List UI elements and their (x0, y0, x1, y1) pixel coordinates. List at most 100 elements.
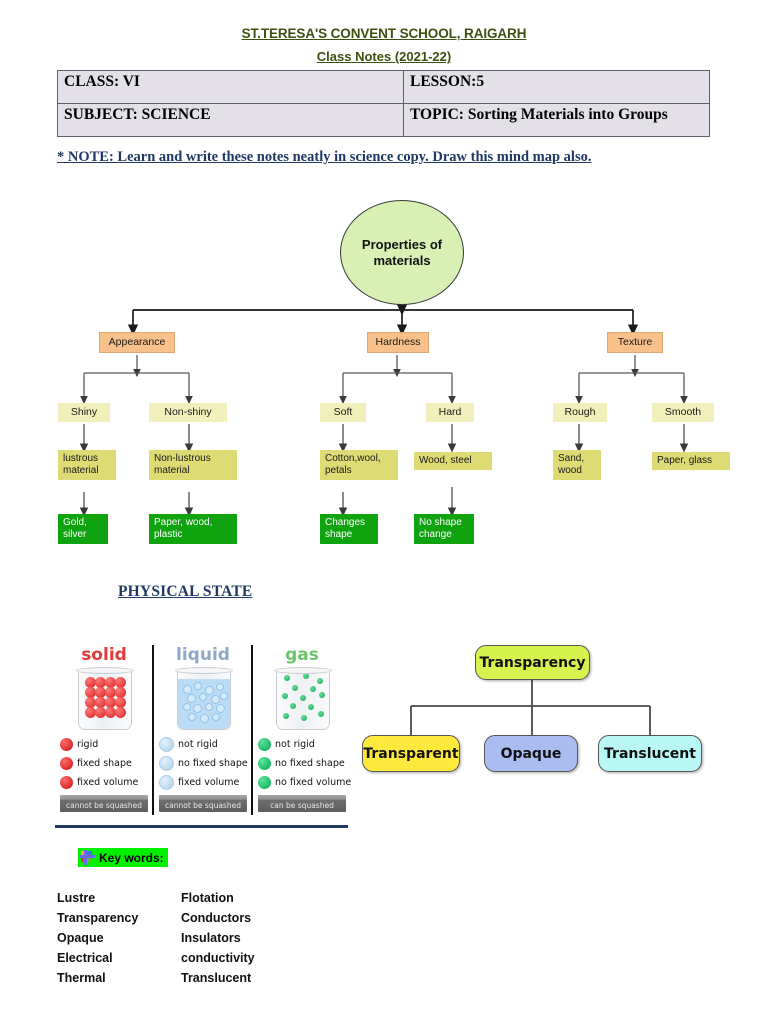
mindmap-node-rough: Rough (553, 403, 607, 422)
mindmap-detail-paper-glass: Paper, glass (652, 452, 730, 470)
property-row: fixed volume (159, 773, 239, 791)
property-row: not rigid (159, 735, 218, 753)
squash-bar-liquid: cannot be squashed (159, 795, 247, 812)
bullet-green-icon (258, 775, 271, 789)
squash-label: can be squashed (270, 801, 334, 810)
note-text: * NOTE: Learn and write these notes neat… (57, 149, 757, 166)
state-title-solid: solid (81, 645, 127, 665)
beaker-rim-solid-icon (76, 667, 134, 674)
property-row: no fixed shape (159, 754, 248, 772)
table-row: SUBJECT: SCIENCE TOPIC: Sorting Material… (57, 103, 710, 137)
state-column-liquid: liquid not (157, 643, 249, 815)
mindmap-example-changes-shape: Changes shape (320, 514, 378, 544)
property-row: no fixed shape (258, 754, 345, 772)
property-label: no fixed shape (275, 757, 345, 769)
property-row: not rigid (258, 735, 315, 753)
class-cell: CLASS: VI (57, 70, 404, 104)
states-figure-underline (55, 825, 348, 828)
property-row: fixed shape (60, 754, 132, 772)
mindmap-node-smooth: Smooth (652, 403, 714, 422)
state-column-gas: gas not rigid (256, 643, 351, 815)
keyword-right: Translucent (181, 971, 252, 985)
property-row: rigid (60, 735, 98, 753)
key-words-list: Lustre Flotation Transparency Conductors… (57, 888, 357, 988)
property-label: not rigid (178, 738, 218, 750)
keyword-right: conductivity (181, 951, 255, 965)
keyword-left: Electrical (57, 951, 113, 965)
list-item: Transparency Conductors (57, 908, 357, 928)
list-item: Lustre Flotation (57, 888, 357, 908)
topic-cell: TOPIC: Sorting Materials into Groups (403, 103, 710, 137)
beaker-solid-icon (78, 669, 132, 730)
transparency-root-node: Transparency (475, 645, 590, 680)
property-label: no fixed volume (275, 776, 352, 788)
bullet-red-icon (60, 775, 73, 789)
keyword-left: Transparency (57, 911, 139, 925)
class-info-table: CLASS: VI LESSON:5 SUBJECT: SCIENCE TOPI… (57, 70, 710, 137)
keyword-right: Insulators (181, 931, 241, 945)
transparency-node-translucent: Translucent (598, 735, 702, 772)
property-label: not rigid (275, 738, 315, 750)
bullet-green-icon (258, 737, 271, 751)
property-label: rigid (77, 738, 99, 750)
mindmap-branch-texture: Texture (607, 332, 663, 353)
mindmap-node-non-shiny: Non-shiny (149, 403, 227, 422)
squash-label: cannot be squashed (165, 801, 241, 810)
property-label: fixed volume (178, 776, 240, 788)
subject-cell: SUBJECT: SCIENCE (57, 103, 404, 137)
bullet-blue-icon (159, 736, 174, 752)
key-words-label: Key words: (99, 850, 164, 865)
lesson-cell: LESSON:5 (403, 70, 710, 104)
class-notes-subtitle: Class Notes (2021-22) (316, 49, 452, 64)
physical-state-heading: PHYSICAL STATE (118, 583, 253, 600)
key-words-heading: Key words: (78, 848, 168, 867)
school-title: ST.TERESA'S CONVENT SCHOOL, RAIGARH (241, 26, 527, 41)
note-text-label: * NOTE: Learn and write these notes neat… (57, 149, 592, 165)
mindmap-detail-sand-wood: Sand, wood (553, 450, 601, 480)
property-label: fixed shape (77, 757, 132, 769)
colored-grid-icon (80, 850, 95, 865)
states-of-matter-figure: solid rigid (58, 643, 351, 823)
keyword-left: Opaque (57, 931, 104, 945)
bullet-red-icon (60, 737, 73, 751)
state-title-liquid: liquid (176, 645, 230, 665)
mindmap-branch-hardness: Hardness (367, 332, 429, 353)
state-title-gas: gas (285, 645, 319, 665)
squash-label: cannot be squashed (66, 801, 142, 810)
list-item: Thermal Translucent (57, 968, 357, 988)
keyword-left: Lustre (57, 891, 96, 905)
keyword-left: Thermal (57, 971, 106, 985)
column-divider (152, 645, 154, 815)
beaker-gas-icon (276, 669, 330, 730)
property-row: no fixed volume (258, 773, 351, 791)
bullet-blue-icon (159, 755, 174, 771)
bullet-blue-icon (159, 774, 174, 790)
mindmap-detail-wood-steel: Wood, steel (414, 452, 492, 470)
mindmap-root-properties-of-materials: Properties of materials (340, 200, 464, 305)
mindmap-example-paper-wood-plastic: Paper, wood, plastic (149, 514, 237, 544)
beaker-rim-gas-icon (274, 667, 332, 674)
mindmap-detail-cotton-wool-petals: Cotton,wool, petals (320, 450, 398, 480)
state-column-solid: solid rigid (58, 643, 150, 815)
keyword-right: Conductors (181, 911, 252, 925)
mindmap-detail-lustrous-material: lustrous material (58, 450, 116, 480)
bullet-green-icon (258, 756, 271, 770)
squash-bar-gas: can be squashed (258, 795, 346, 812)
mindmap-example-gold-silver: Gold, silver (58, 514, 108, 544)
table-row: CLASS: VI LESSON:5 (57, 70, 710, 104)
transparency-node-transparent: Transparent (362, 735, 460, 772)
list-item: Opaque Insulators (57, 928, 357, 948)
mindmap-node-shiny: Shiny (58, 403, 110, 422)
mindmap-branch-appearance: Appearance (99, 332, 175, 353)
keyword-right: Flotation (181, 891, 234, 905)
bullet-red-icon (60, 756, 73, 770)
property-row: fixed volume (60, 773, 138, 791)
mindmap-example-no-shape-change: No shape change (414, 514, 474, 544)
property-label: fixed volume (77, 776, 139, 788)
transparency-node-opaque: Opaque (484, 735, 578, 772)
mindmap-detail-non-lustrous-material: Non-lustrous material (149, 450, 237, 480)
property-label: no fixed shape (178, 757, 248, 769)
squash-bar-solid: cannot be squashed (60, 795, 148, 812)
